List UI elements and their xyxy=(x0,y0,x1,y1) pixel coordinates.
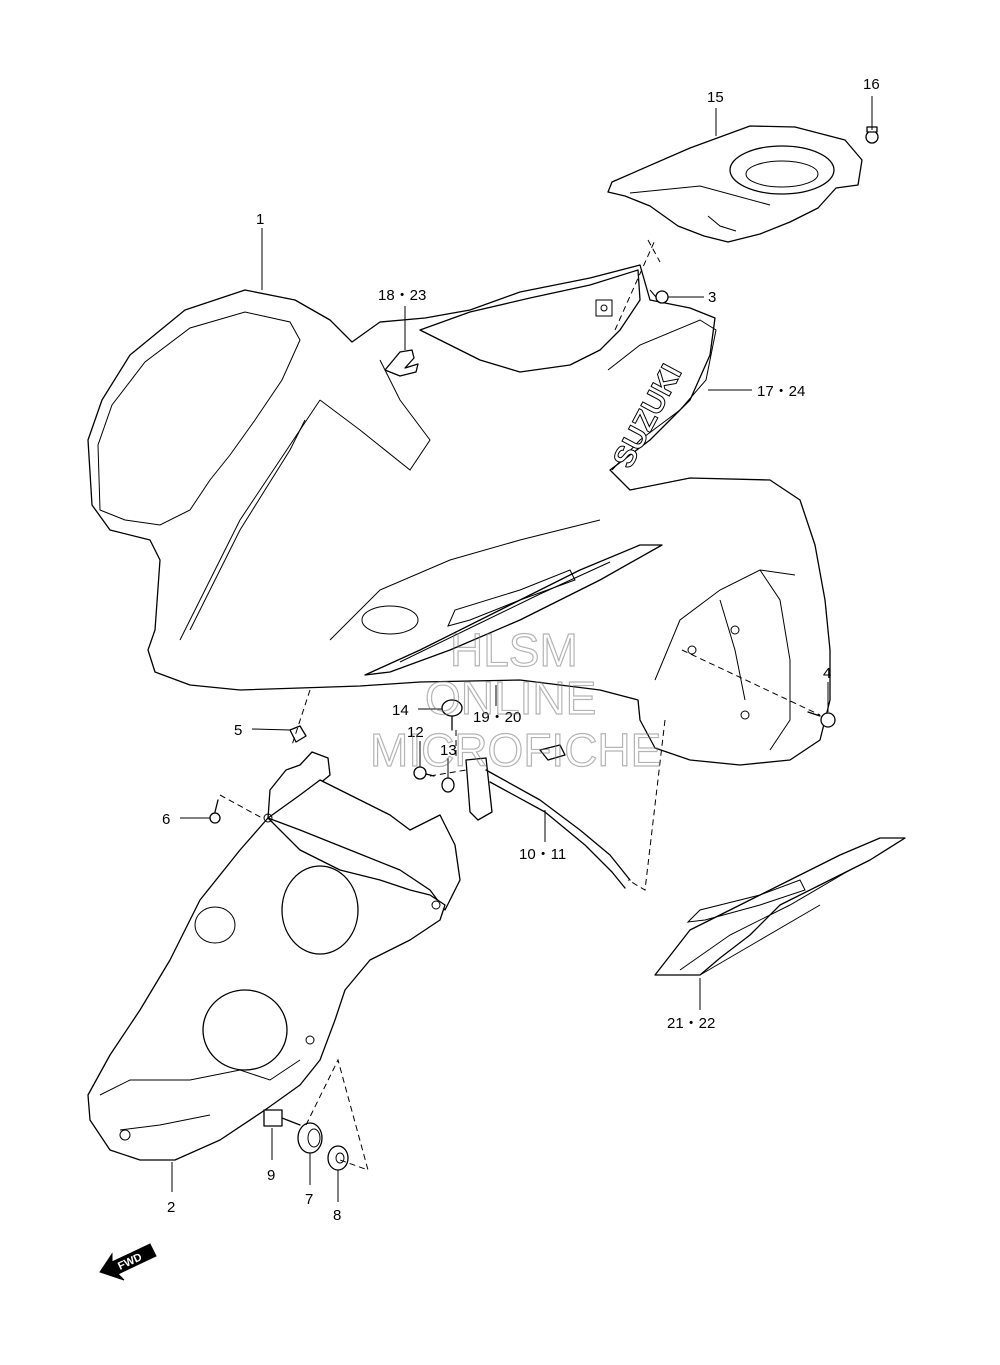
callout-16: 16 xyxy=(863,76,880,93)
part-grommet-7 xyxy=(297,1122,323,1154)
callout-6: 6 xyxy=(162,811,170,828)
part-washer-8 xyxy=(327,1145,349,1171)
callout-3: 3 xyxy=(708,289,716,306)
side-stripe-decal xyxy=(364,544,663,676)
watermark: HLSM ONLINE MICROFICHE xyxy=(369,623,662,776)
part-clip-5 xyxy=(289,725,307,743)
callout-7: 7 xyxy=(305,1191,313,1208)
forward-arrow-label: FWD xyxy=(116,1251,144,1272)
part-rear-cover xyxy=(607,125,863,243)
callout-18-23: 18・23 xyxy=(378,287,426,304)
part-bolt-4 xyxy=(807,711,836,728)
callout-15: 15 xyxy=(707,89,724,106)
part-bracket-10-11 xyxy=(465,744,631,889)
callout-9: 9 xyxy=(267,1167,275,1184)
part-screw-6 xyxy=(209,799,221,824)
callout-8: 8 xyxy=(333,1207,341,1224)
part-washer-13 xyxy=(441,777,455,793)
callout-labels: 1 15 16 3 18・23 17・24 4 5 6 2 9 7 8 12 1… xyxy=(162,76,880,1224)
emblem-decal xyxy=(384,349,419,377)
forward-arrow-icon: FWD xyxy=(99,1243,157,1281)
callout-19-20: 19・20 xyxy=(473,709,521,726)
callout-13: 13 xyxy=(440,742,457,759)
callout-5: 5 xyxy=(234,722,242,739)
assembly-lines xyxy=(219,239,821,1171)
callout-21-22: 21・22 xyxy=(667,1015,715,1032)
callout-12: 12 xyxy=(407,724,424,741)
callout-4: 4 xyxy=(823,665,831,682)
watermark-line-2: ONLINE xyxy=(425,672,596,724)
part-inner-fender xyxy=(87,751,461,1161)
watermark-line-1: HLSM xyxy=(450,624,578,676)
part-cushion-14 xyxy=(441,699,463,731)
callout-17-24: 17・24 xyxy=(757,383,805,400)
part-bolt-9 xyxy=(263,1109,301,1127)
part-side-decal xyxy=(654,837,906,976)
part-front-fender xyxy=(87,264,831,766)
callout-2: 2 xyxy=(167,1199,175,1216)
callout-1: 1 xyxy=(256,211,264,228)
callout-14: 14 xyxy=(392,702,409,719)
watermark-line-3: MICROFICHE xyxy=(370,724,661,776)
leader-lines xyxy=(171,96,873,1202)
callout-10-11: 10・11 xyxy=(519,846,566,863)
